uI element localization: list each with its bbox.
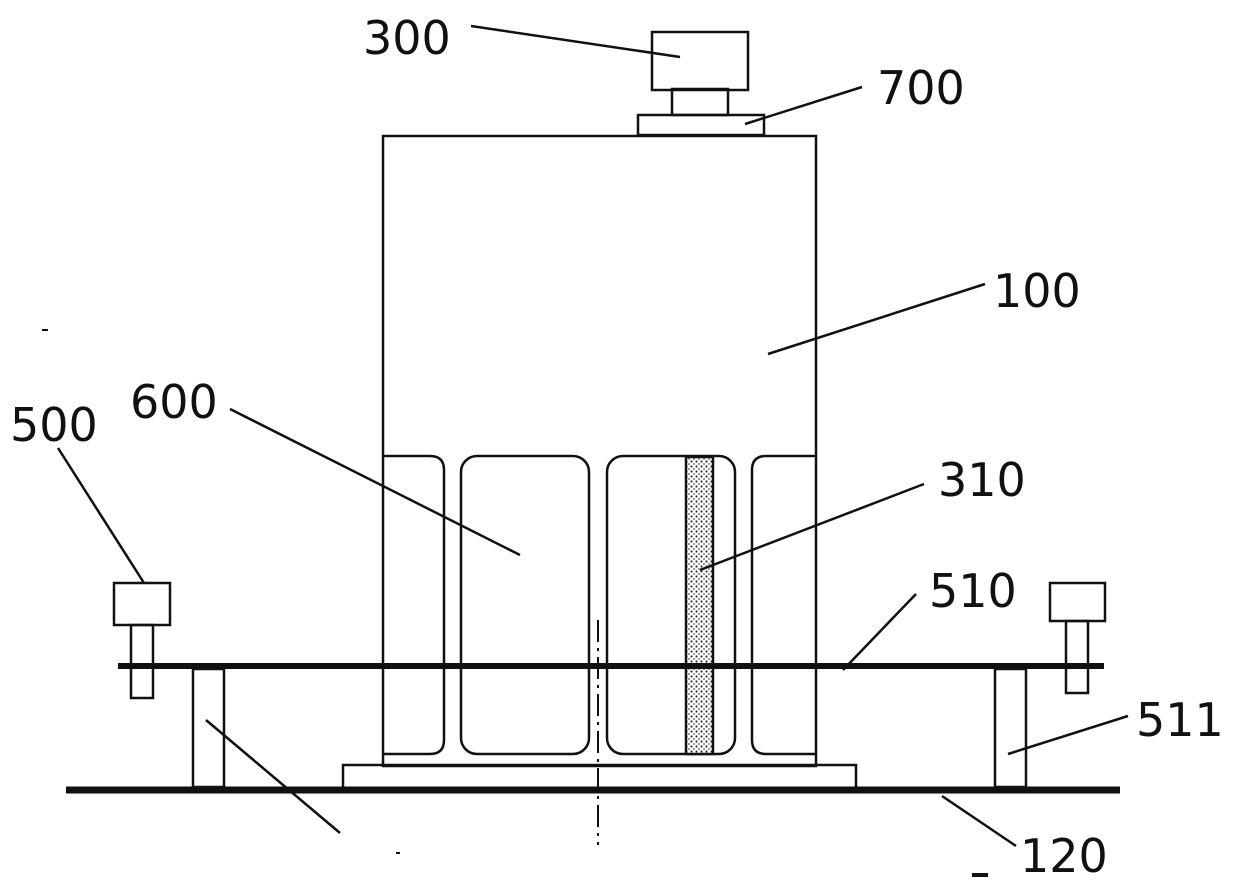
label-100: 100	[993, 264, 1081, 318]
leader-700	[744, 85, 863, 126]
chamber-left-edge	[383, 454, 446, 756]
leader-300	[470, 24, 681, 59]
label-600: 600	[130, 375, 218, 429]
leader-unlabeled	[205, 719, 341, 834]
leader-310	[699, 482, 925, 572]
support-post-left	[191, 667, 226, 789]
sensor-left-stem	[129, 623, 155, 700]
sensor-left-head	[112, 581, 172, 627]
motor-neck	[670, 87, 730, 117]
filter-strip	[684, 455, 715, 756]
label-510: 510	[929, 564, 1017, 618]
leader-500	[56, 447, 146, 584]
label-310: 310	[938, 453, 1026, 507]
label-300: 300	[363, 11, 451, 65]
leader-600	[229, 407, 521, 557]
motor-box	[650, 30, 750, 92]
sensor-right-stem	[1064, 619, 1090, 695]
label-120: 120	[1020, 829, 1108, 883]
chambers	[383, 454, 816, 756]
chamber-2	[459, 454, 591, 756]
leader-510	[842, 593, 917, 671]
leader-lines	[56, 24, 1129, 848]
label-500: 500	[10, 398, 98, 452]
chamber-3	[605, 454, 737, 756]
leader-511	[1007, 714, 1129, 756]
chamber-right-edge	[750, 454, 816, 756]
label-511: 511	[1136, 693, 1224, 747]
label-700: 700	[877, 61, 965, 115]
leader-120	[941, 794, 1017, 848]
support-post-right	[993, 667, 1028, 789]
sensor-right-head	[1048, 581, 1107, 623]
top-plate	[636, 113, 766, 137]
base-plate	[341, 763, 858, 792]
leader-100	[767, 282, 986, 356]
